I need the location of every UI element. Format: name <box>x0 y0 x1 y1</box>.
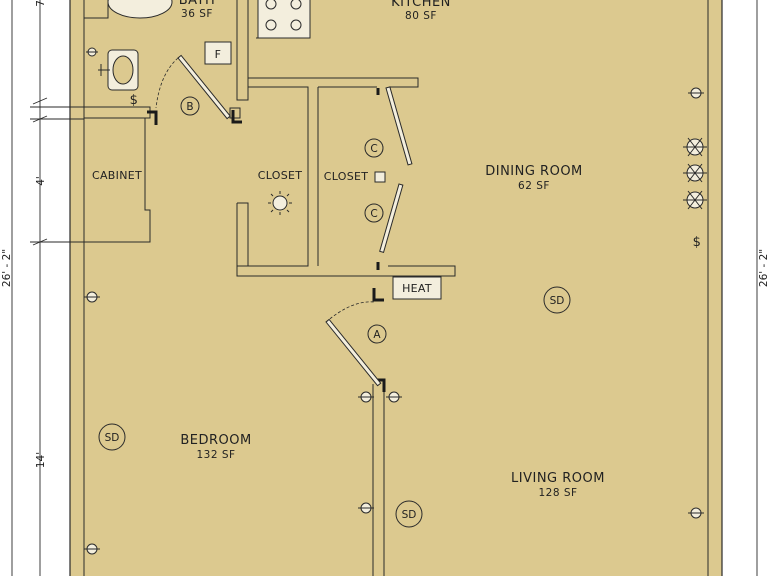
kitchen-name: KITCHEN <box>391 0 451 10</box>
stove <box>257 0 311 39</box>
sd-bedroom-label: SD <box>105 432 120 444</box>
toilet <box>107 0 173 19</box>
bath-door-leaf <box>177 54 231 120</box>
dim-overall-right: 26' - 2" <box>758 249 768 287</box>
sink <box>107 49 139 91</box>
living-name: LIVING ROOM <box>511 471 605 486</box>
closet-left-label: CLOSET <box>258 169 303 182</box>
heat-label: HEAT <box>402 282 432 295</box>
door-c1-tag <box>364 138 384 158</box>
bedroom-name: BEDROOM <box>180 433 251 448</box>
bath-area: 36 SF <box>181 8 213 20</box>
bedroom-area: 132 SF <box>196 449 235 461</box>
switch-dining: $ <box>693 235 702 250</box>
closet-door-lower <box>379 183 404 254</box>
door-c2-tag <box>364 203 384 223</box>
faucet-icon <box>98 64 110 76</box>
dim-segment-14: 14' <box>35 452 47 468</box>
dining-area: 62 SF <box>518 180 550 192</box>
smoke-detector-bedroom <box>98 423 126 451</box>
closet-small-square <box>374 171 386 183</box>
fridge-label: F <box>215 48 222 61</box>
living-area: 128 SF <box>538 487 577 499</box>
kitchen-area: 80 SF <box>405 10 437 22</box>
dining-name: DINING ROOM <box>485 164 583 179</box>
dim-top-partial: 7' <box>35 0 47 7</box>
ceiling-light-icon <box>268 191 292 215</box>
door-a-tag <box>367 324 387 344</box>
dim-overall-left: 26' - 2" <box>1 249 13 287</box>
outlet-icons <box>84 47 704 555</box>
bath-name: BATH <box>179 0 216 8</box>
door-b-tag <box>180 96 200 116</box>
cabinet-label: CABINET <box>92 169 142 182</box>
smoke-detector-dining <box>543 286 571 314</box>
symbol-circles <box>98 96 571 528</box>
switch-bath: $ <box>130 93 139 108</box>
door-c2-label: C <box>370 208 377 220</box>
sd-dining-label: SD <box>550 295 565 307</box>
door-c1-label: C <box>370 143 377 155</box>
door-leaves <box>177 54 413 387</box>
door-swing-arcs <box>155 57 375 323</box>
dim-segment-4: 4' <box>35 176 47 186</box>
heat-box <box>392 276 442 300</box>
door-b-label: B <box>186 101 193 113</box>
closet-right-label: CLOSET <box>324 170 369 183</box>
door-a-label: A <box>373 329 381 341</box>
sd-living-label: SD <box>402 509 417 521</box>
fridge-box <box>204 41 232 65</box>
closet-door-upper <box>385 86 413 166</box>
smoke-detector-living <box>395 500 423 528</box>
wall-light-icons <box>683 137 707 210</box>
